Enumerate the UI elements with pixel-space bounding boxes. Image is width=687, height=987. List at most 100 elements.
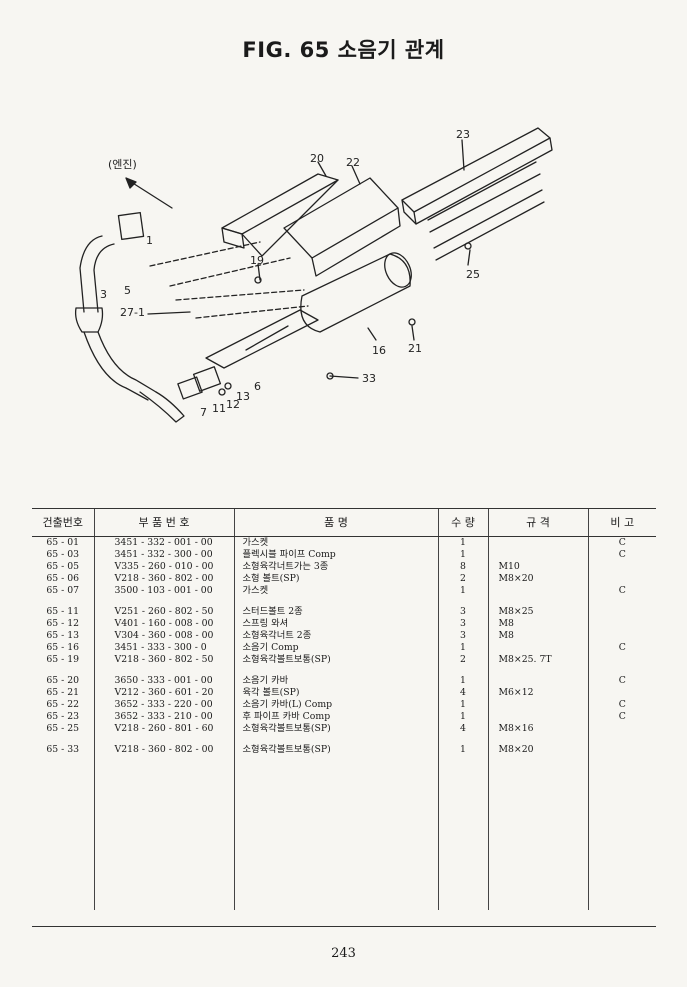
callout-1: 1 — [146, 234, 153, 247]
callout-27-1: 27-1 — [120, 306, 145, 319]
cell-part-number: V218 - 360 - 802 - 00 — [93, 573, 234, 585]
cell-part-number: V218 - 260 - 801 - 60 — [93, 723, 234, 735]
col-header-qty: 수 량 — [437, 508, 488, 537]
cell-remark — [587, 606, 656, 618]
cell-quantity: 1 — [437, 549, 488, 561]
cell-remark: C — [587, 711, 656, 723]
callout-3: 3 — [100, 288, 107, 301]
cell-part-number: V212 - 360 - 601 - 20 — [93, 687, 234, 699]
cell-specification — [487, 711, 588, 723]
cell-part-name: 소음기 카바(L) Comp — [233, 699, 438, 711]
table-header-row: 건출번호 부 품 번 호 품 명 수 량 규 격 비 고 — [32, 508, 656, 537]
cell-part-name: 스프링 와셔 — [233, 618, 438, 630]
cell-specification — [487, 675, 588, 687]
cell-quantity: 4 — [437, 687, 488, 699]
cell-part-number: 3650 - 333 - 001 - 00 — [93, 675, 234, 687]
cell-specification — [487, 585, 588, 597]
cell-item-no: 65 - 25 — [46, 723, 80, 734]
cell-remark: C — [587, 642, 656, 654]
cell-specification: M8×20 — [487, 573, 588, 585]
callout-25: 25 — [466, 268, 480, 281]
cell-quantity: 1 — [437, 744, 488, 756]
cell-part-number: V401 - 160 - 008 - 00 — [93, 618, 234, 630]
cell-part-number: V218 - 360 - 802 - 50 — [93, 654, 234, 666]
col-header-spec: 규 격 — [487, 508, 588, 537]
table-blank-area — [32, 756, 656, 910]
cell-item-no: 65 - 03 — [46, 549, 80, 560]
cell-quantity: 8 — [437, 561, 488, 573]
callout-13: 13 — [236, 390, 250, 403]
col-header-item-no: 건출번호 — [32, 508, 94, 537]
cell-item-no: 65 - 07 — [46, 585, 80, 596]
cell-item-no: 65 - 11 — [46, 606, 80, 617]
cell-part-number: 3652 - 333 - 210 - 00 — [93, 711, 234, 723]
cell-specification — [487, 536, 588, 549]
cell-part-name: 가스켓 — [233, 585, 438, 597]
cell-specification: M6×12 — [487, 687, 588, 699]
cell-part-name: 소음기 카바 — [233, 675, 438, 687]
cell-specification: M8×20 — [487, 744, 588, 756]
cell-specification — [487, 699, 588, 711]
cell-quantity: 1 — [437, 585, 488, 597]
cell-quantity: 1 — [437, 711, 488, 723]
cell-part-number: V218 - 360 - 802 - 00 — [93, 744, 234, 756]
cell-quantity: 1 — [437, 642, 488, 654]
callout-5: 5 — [124, 284, 131, 297]
callout-11: 11 — [212, 402, 226, 415]
callout-33: 33 — [362, 372, 376, 385]
cell-part-name: 후 파이프 카바 Comp — [233, 711, 438, 723]
callout-23: 23 — [456, 128, 470, 141]
cell-remark: C — [587, 536, 656, 549]
cell-item-no: 65 - 22 — [46, 699, 80, 710]
cell-remark — [587, 744, 656, 756]
cell-part-name: 소형육각너트 2종 — [233, 630, 438, 642]
table-bottom-rule — [32, 926, 656, 927]
cell-quantity: 3 — [437, 606, 488, 618]
cell-item-no: 65 - 23 — [46, 711, 80, 722]
cell-remark — [587, 630, 656, 642]
cell-quantity: 4 — [437, 723, 488, 735]
cell-specification: M8×25. 7T — [487, 654, 588, 666]
cell-item-no: 65 - 19 — [46, 654, 80, 665]
cell-part-number: 3652 - 333 - 220 - 00 — [93, 699, 234, 711]
cell-specification: M8×25 — [487, 606, 588, 618]
cell-part-name: 소형육각볼트보통(SP) — [233, 654, 438, 666]
cell-part-number: 3451 - 332 - 001 - 00 — [93, 536, 234, 549]
cell-item-no: 65 - 12 — [46, 618, 80, 629]
cell-part-number: V304 - 360 - 008 - 00 — [93, 630, 234, 642]
cell-item-no: 65 - 21 — [46, 687, 80, 698]
cell-part-name: 스터드볼트 2종 — [233, 606, 438, 618]
col-header-part-name: 품 명 — [233, 508, 438, 537]
cell-specification: M8 — [487, 630, 588, 642]
cell-item-no: 65 - 16 — [46, 642, 80, 653]
cell-part-number: V335 - 260 - 010 - 00 — [93, 561, 234, 573]
cell-part-number: 3500 - 103 - 001 - 00 — [93, 585, 234, 597]
engine-label: (엔진) — [108, 158, 137, 171]
muffler-cover-shield — [221, 173, 339, 235]
callout-21: 21 — [408, 342, 422, 355]
callout-20: 20 — [310, 152, 324, 165]
cell-part-number: 3451 - 333 - 300 - 0 — [93, 642, 234, 654]
cell-remark: C — [587, 699, 656, 711]
cell-specification: M8×16 — [487, 723, 588, 735]
cell-item-no: 65 - 33 — [46, 744, 80, 755]
col-header-remark: 비 고 — [587, 508, 656, 537]
callout-19: 19 — [250, 254, 264, 267]
cell-part-name: 가스켓 — [233, 536, 438, 549]
muffler-cover-left — [283, 177, 399, 259]
cell-remark — [587, 654, 656, 666]
cell-remark — [587, 573, 656, 585]
cell-part-name: 소형 볼트(SP) — [233, 573, 438, 585]
cell-remark — [587, 723, 656, 735]
